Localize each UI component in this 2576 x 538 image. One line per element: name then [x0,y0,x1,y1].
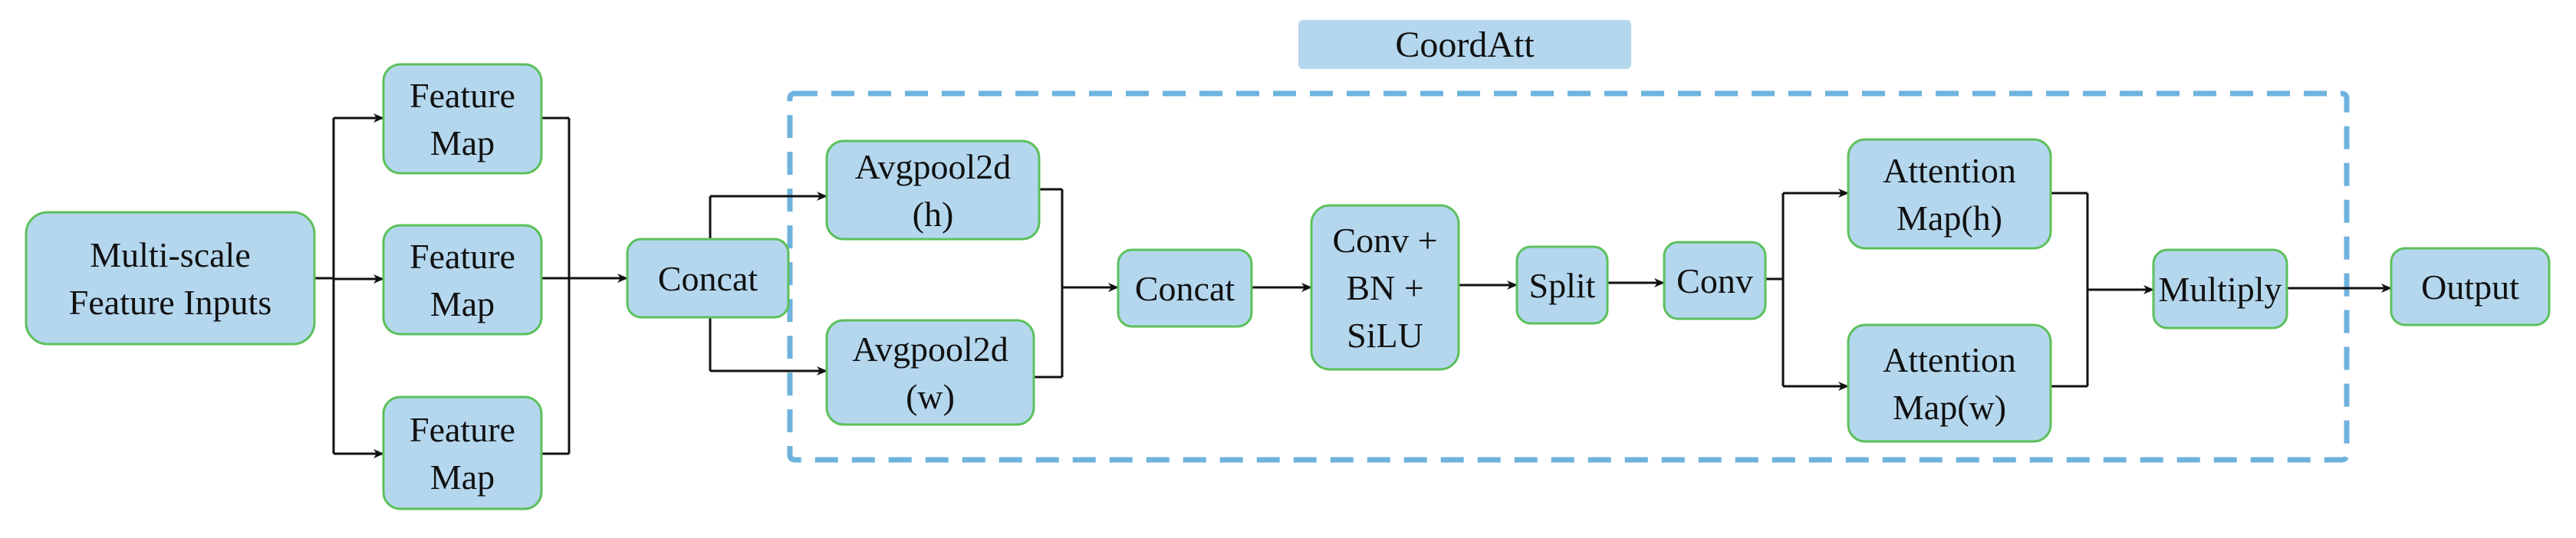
concat-2-node: Concat [1117,248,1253,328]
output-box [2390,247,2551,326]
split-box [1515,245,1609,325]
avgh-label-line-0: Avgpool2d [855,147,1012,186]
atth-label-line-1: Map(h) [1897,198,2002,238]
inputs-box [25,211,316,346]
multiply-node: Multiply [2152,248,2288,330]
multiply-box [2152,248,2288,330]
concat-1-node: Concat [626,238,790,319]
avgh-box [825,139,1041,241]
conv-node: Conv [1663,241,1767,320]
fm2-label-line-0: Feature [410,237,515,276]
split-node: Split [1515,245,1609,325]
split-label-line-0: Split [1529,266,1596,305]
convbn-label-line-2: SiLU [1347,316,1423,355]
avgpool-w-node: Avgpool2d (w) [825,319,1035,426]
concat2-label-line-0: Concat [1135,269,1235,308]
avgpool-h-node: Avgpool2d (h) [825,139,1041,241]
coordatt-group-box [787,90,2350,463]
fm2-label-line-1: Map [430,284,495,323]
fm2-box [382,224,543,336]
fm3-label-line-1: Map [430,458,495,497]
concat1-label-line-0: Concat [658,259,758,298]
conv-bn-silu-node: Conv + BN + SiLU [1310,204,1460,371]
fm3-box [382,395,543,510]
fm1-box [382,63,543,175]
avgw-label-line-1: (w) [906,377,955,416]
fm3-label-line-0: Feature [410,410,515,449]
avgw-label-line-0: Avgpool2d [852,330,1008,369]
attw-box [1847,323,2052,443]
atth-box [1847,138,2052,250]
coordatt-label: CoordAtt [1298,20,1631,69]
attw-label-line-1: Map(w) [1893,388,2006,427]
conv-box [1663,241,1767,320]
conv-label-line-0: Conv [1676,261,1753,300]
concat1-box [626,238,790,319]
output-label-line-0: Output [2421,267,2519,307]
output-node: Output [2390,247,2551,326]
inputs-label-line-0: Multi-scale [90,235,251,274]
coordatt-label-text: CoordAtt [1395,25,1535,65]
inputs-label-line-1: Feature Inputs [69,283,271,322]
attw-label-line-0: Attention [1883,340,2016,379]
concat2-box [1117,248,1253,328]
convbn-box [1310,204,1460,371]
convbn-label-line-1: BN + [1346,268,1423,307]
convbn-label-line-0: Conv + [1332,221,1437,260]
avgw-box [825,319,1035,426]
fm1-label-line-0: Feature [410,76,515,115]
avgh-label-line-1: (h) [913,195,954,234]
atth-label-line-0: Attention [1883,151,2016,190]
fm1-label-line-1: Map [430,123,495,162]
multiply-label-line-0: Multiply [2158,270,2282,309]
